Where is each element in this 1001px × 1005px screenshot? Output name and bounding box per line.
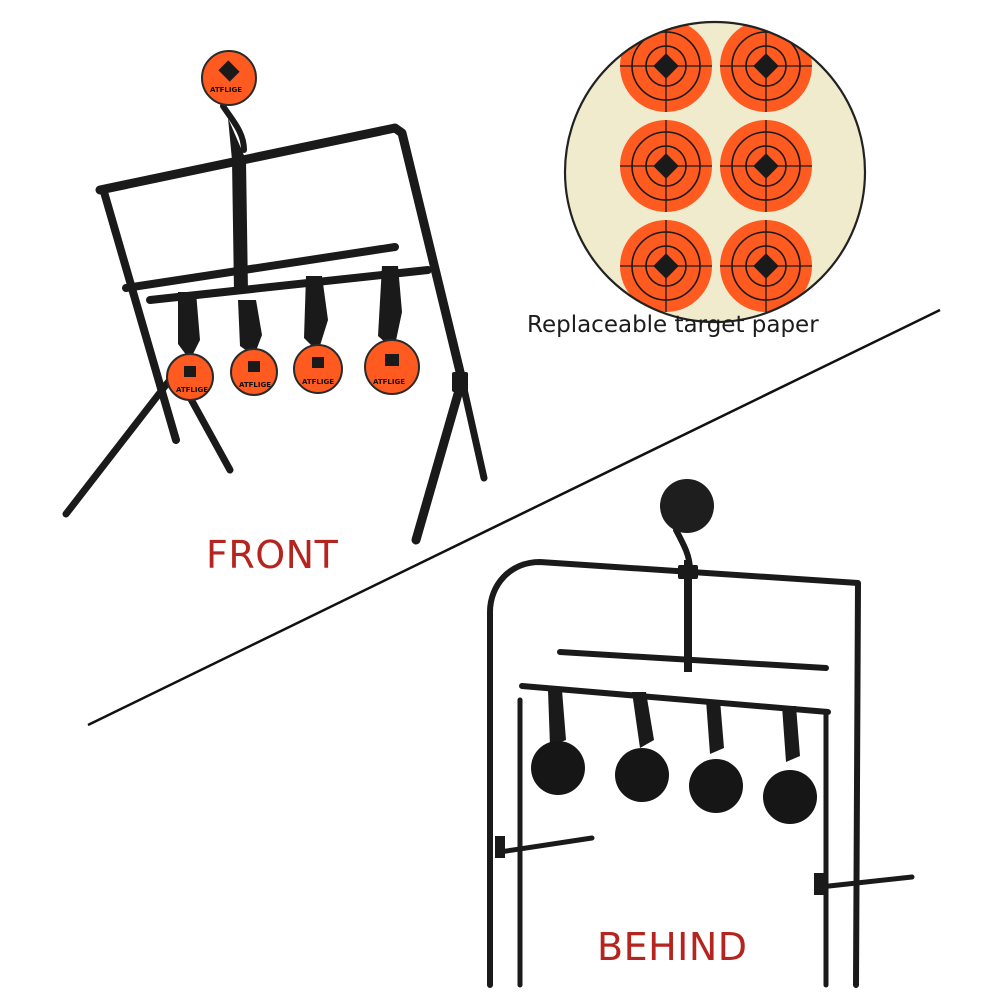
brand-logo-text: ATFLIGE [176, 386, 208, 394]
behind-top-target [660, 479, 714, 533]
brand-logo-text: ATFLIGE [210, 86, 242, 94]
front-paddle-target-2: ATFLIGE [230, 348, 278, 396]
front-paddle-target-1: ATFLIGE [166, 353, 214, 401]
front-label: FRONT [206, 533, 339, 577]
front-paddle-target-3: ATFLIGE [293, 344, 343, 394]
brand-logo-text: ATFLIGE [239, 381, 271, 389]
front-paddle-target-4: ATFLIGE [364, 339, 420, 395]
behind-paddle-target-3 [689, 700, 743, 813]
behind-target-stand [487, 479, 915, 988]
brand-logo-text: ATFLIGE [373, 378, 405, 386]
behind-label: BEHIND [597, 925, 748, 969]
front-target-stand: ATFLIGE ATFLIGE ATFLIGE ATFLIGE ATFLIGE [62, 50, 488, 545]
behind-paddle-target-4 [763, 706, 817, 824]
front-top-target: ATFLIGE [201, 50, 257, 106]
divider-line [87, 308, 941, 727]
brand-logo-text: ATFLIGE [302, 378, 334, 386]
behind-paddle-target-1 [531, 690, 585, 795]
target-paper-zoom [563, 20, 867, 324]
behind-paddle-target-2 [615, 692, 669, 802]
target-paper-caption: Replaceable target paper [527, 312, 819, 338]
